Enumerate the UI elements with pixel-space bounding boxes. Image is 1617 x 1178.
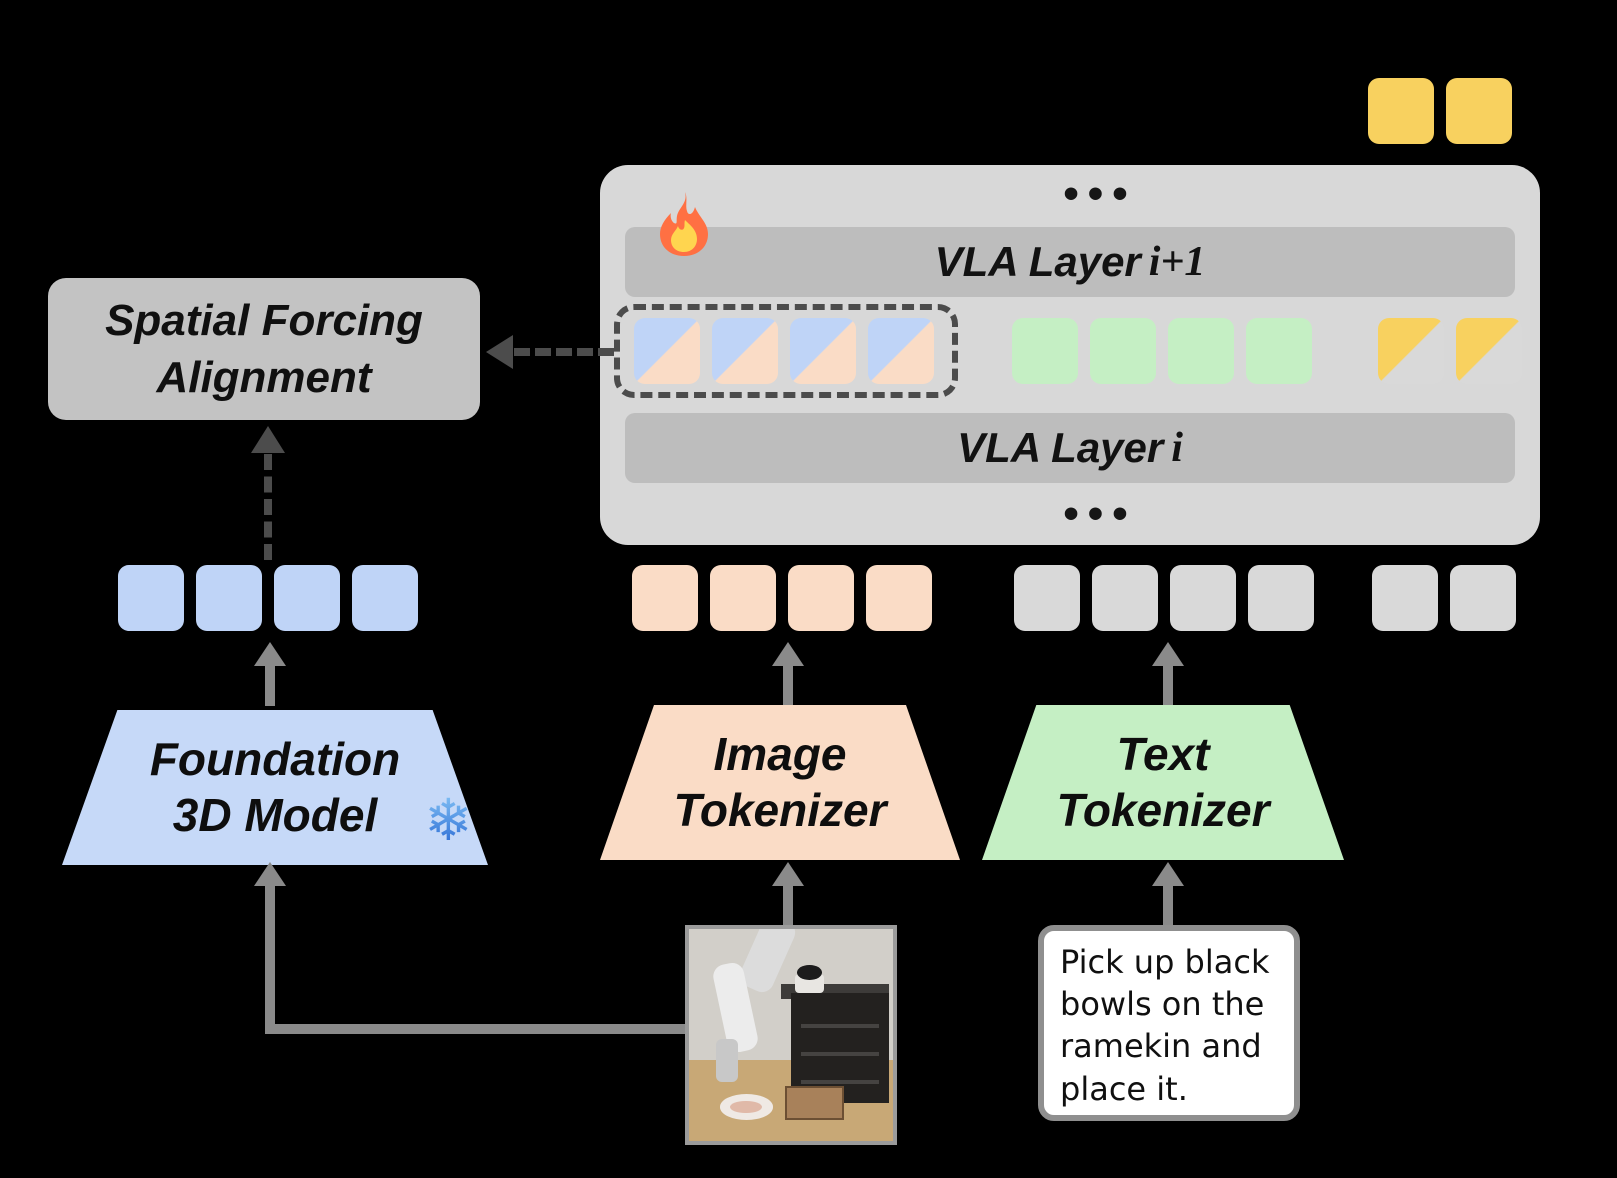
arrow-photo-to-foundation-horizontal (265, 1024, 688, 1034)
token-square (118, 565, 184, 631)
depth-3d-token-row (118, 565, 418, 631)
arrow-texttok-to-tokens (1163, 662, 1173, 706)
foundation-3d-model: Foundation 3D Model (62, 710, 488, 865)
arrow-photo-to-imagetok (783, 882, 793, 926)
foundation-line1: Foundation (149, 733, 401, 786)
action-output-token-row (1368, 78, 1512, 144)
token-square (712, 318, 778, 384)
token-square (352, 565, 418, 631)
token-square (274, 565, 340, 631)
spatial-forcing-alignment-box: Spatial Forcing Alignment (48, 278, 480, 420)
vla-layer-upper-label: VLA Layer (934, 238, 1141, 285)
photo-black-bowl (797, 965, 822, 980)
token-square (634, 318, 700, 384)
dashed-arrow-to-alignment-head (486, 335, 513, 369)
dashed-arrow-from-3d-tokens-head (251, 426, 285, 453)
foundation-line2: 3D Model (172, 788, 378, 841)
vla-layer-upper: VLA Layer i+1 (625, 227, 1515, 297)
photo-robot-gripper (715, 1039, 738, 1082)
token-square (1090, 318, 1156, 384)
ellipsis-bottom: ••• (1063, 489, 1137, 538)
arrow-photo-to-foundation-vertical (265, 882, 275, 1034)
vla-layer-lower: VLA Layer i (625, 413, 1515, 483)
photo-drawer-line (801, 1079, 879, 1084)
photo-drawer-line (801, 1024, 879, 1029)
token-square (788, 565, 854, 631)
token-square (1248, 565, 1314, 631)
image-tokenizer-line1: Image (713, 728, 847, 781)
instruction-line: bowls on the (1060, 985, 1265, 1024)
token-square (868, 318, 934, 384)
snowflake-icon: ❄ (424, 786, 473, 854)
image-token-row (632, 565, 932, 631)
instruction-text-box: Pick up black bowls on the ramekin and p… (1038, 925, 1300, 1121)
ellipsis-top: ••• (1063, 169, 1137, 218)
text-tokenizer-line2: Tokenizer (1056, 783, 1270, 836)
arrow-instruction-to-texttok (1163, 882, 1173, 926)
token-square (632, 565, 698, 631)
hidden-text-token-row (1012, 318, 1312, 384)
vla-layer-upper-index: i+1 (1148, 239, 1206, 285)
vla-layer-lower-label: VLA Layer (957, 424, 1164, 471)
image-tokenizer-line2: Tokenizer (673, 783, 887, 836)
text-tokenizer: Text Tokenizer (982, 705, 1344, 860)
token-square (1168, 318, 1234, 384)
sfa-line1: Spatial Forcing (105, 295, 423, 345)
instruction-line: place it. (1060, 1069, 1188, 1108)
photo-cabinet (791, 992, 889, 1103)
token-square (1446, 78, 1512, 144)
token-square (866, 565, 932, 631)
photo-drawer-line (801, 1051, 879, 1056)
workspace-photo (685, 925, 897, 1145)
aligned-visual-token-row (634, 318, 934, 384)
token-square (1012, 318, 1078, 384)
token-square (1372, 565, 1438, 631)
dashed-arrow-from-3d-tokens (264, 454, 272, 560)
text-tokenizer-line1: Text (1116, 728, 1210, 781)
token-square (196, 565, 262, 631)
token-square (1170, 565, 1236, 631)
token-square (1450, 565, 1516, 631)
aligned-token-group (614, 304, 958, 398)
token-square (1368, 78, 1434, 144)
fire-icon (660, 192, 708, 256)
photo-plate-center (729, 1100, 763, 1114)
token-square (1456, 318, 1522, 384)
instruction-line: Pick up black (1060, 943, 1270, 981)
arrow-imagetok-to-tokens (783, 662, 793, 706)
vla-layer-lower-index: i (1171, 425, 1183, 471)
instruction-line: ramekin and (1060, 1027, 1262, 1066)
dashed-arrow-to-alignment (514, 348, 614, 356)
token-square (1246, 318, 1312, 384)
photo-book (784, 1085, 844, 1120)
token-square (710, 565, 776, 631)
token-square (1092, 565, 1158, 631)
token-square (1014, 565, 1080, 631)
token-square (1378, 318, 1444, 384)
action-placeholder-token-row (1372, 565, 1516, 631)
token-square (790, 318, 856, 384)
hidden-action-token-row (1378, 318, 1522, 384)
sfa-line2: Alignment (156, 353, 372, 402)
text-token-row (1014, 565, 1314, 631)
image-tokenizer: Image Tokenizer (600, 705, 960, 860)
arrow-foundation-to-tokens (265, 662, 275, 706)
